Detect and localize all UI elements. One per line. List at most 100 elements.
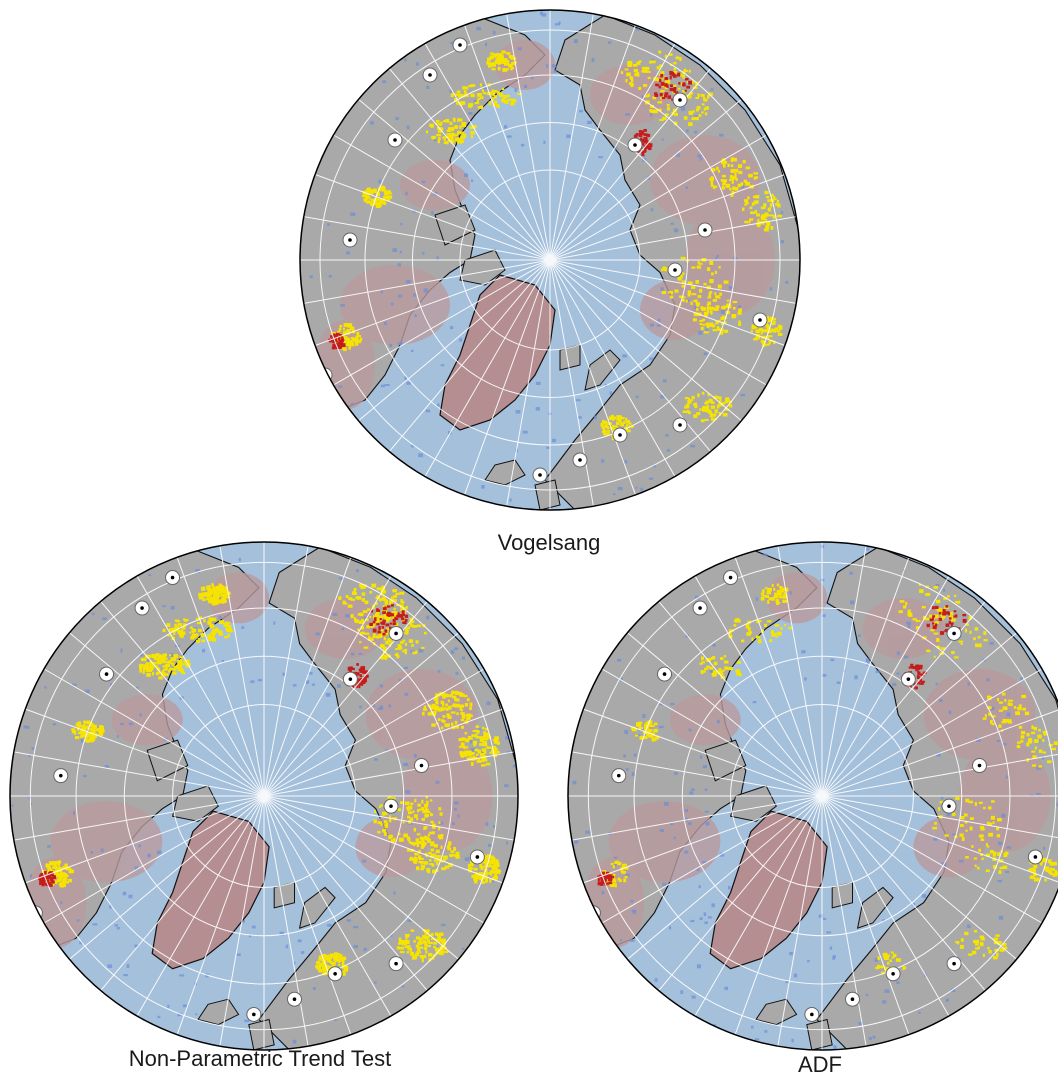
blue-pixel <box>698 330 703 335</box>
yellow-pixel <box>738 322 742 326</box>
yellow-pixel <box>1007 719 1012 723</box>
yellow-pixel <box>351 592 357 595</box>
yellow-pixel <box>769 203 772 208</box>
yellow-pixel <box>731 181 734 184</box>
yellow-pixel <box>673 70 677 74</box>
yellow-pixel <box>450 711 456 714</box>
yellow-pixel <box>710 183 714 187</box>
yellow-pixel <box>939 801 944 804</box>
red-pixel <box>916 681 921 685</box>
yellow-pixel <box>338 596 342 600</box>
yellow-pixel <box>987 946 990 950</box>
yellow-pixel <box>86 720 91 725</box>
yellow-pixel <box>626 72 631 77</box>
yellow-pixel <box>327 960 332 963</box>
yellow-pixel <box>751 326 755 330</box>
yellow-pixel <box>612 416 617 420</box>
yellow-pixel <box>415 650 418 654</box>
yellow-pixel <box>696 303 700 307</box>
yellow-pixel <box>1052 873 1058 877</box>
red-pixel <box>934 623 938 627</box>
blue-pixel <box>52 723 57 726</box>
yellow-pixel <box>627 60 633 65</box>
yellow-pixel <box>682 70 686 75</box>
red-pixel <box>376 609 381 612</box>
yellow-pixel <box>508 98 514 101</box>
red-pixel <box>404 619 408 622</box>
yellow-pixel <box>771 633 777 637</box>
yellow-pixel <box>373 810 377 814</box>
yellow-pixel <box>191 633 197 638</box>
yellow-pixel <box>936 638 940 643</box>
yellow-pixel <box>696 265 702 269</box>
blue-pixel <box>345 613 351 618</box>
yellow-pixel <box>880 971 886 974</box>
yellow-pixel <box>346 331 351 334</box>
yellow-pixel <box>361 592 366 596</box>
yellow-pixel <box>621 865 625 869</box>
yellow-pixel <box>765 343 770 346</box>
yellow-pixel <box>977 643 982 648</box>
blue-pixel <box>401 985 405 988</box>
yellow-pixel <box>682 410 688 414</box>
yellow-pixel <box>360 631 365 635</box>
yellow-pixel <box>1022 707 1026 711</box>
yellow-pixel <box>507 52 511 55</box>
blue-pixel <box>950 988 956 993</box>
meridian-line <box>25 795 265 884</box>
blue-pixel <box>624 729 629 734</box>
yellow-pixel <box>324 956 330 961</box>
red-pixel <box>672 74 677 78</box>
blue-pixel <box>704 921 708 925</box>
blue-pixel <box>659 703 664 706</box>
yellow-pixel <box>168 669 171 673</box>
blue-pixel <box>546 446 550 449</box>
yellow-pixel <box>447 699 450 703</box>
blue-pixel <box>346 919 351 922</box>
yellow-pixel <box>711 324 716 328</box>
blue-pixel <box>608 41 612 44</box>
yellow-pixel <box>449 854 453 858</box>
red-pixel <box>601 871 606 875</box>
yellow-pixel <box>753 200 757 205</box>
yellow-pixel <box>375 202 379 206</box>
yellow-pixel <box>688 69 691 73</box>
yellow-pixel <box>709 413 713 418</box>
yellow-pixel <box>693 402 698 407</box>
yellow-pixel <box>508 64 512 68</box>
yellow-pixel <box>485 872 491 875</box>
yellow-pixel <box>423 705 427 709</box>
yellow-pixel <box>756 336 761 339</box>
yellow-pixel <box>436 855 441 859</box>
yellow-pixel <box>419 946 424 949</box>
yellow-pixel <box>437 951 440 954</box>
station-marker-dot <box>891 972 895 976</box>
yellow-pixel <box>357 628 360 632</box>
blue-pixel <box>716 719 720 724</box>
yellow-pixel <box>383 201 387 205</box>
yellow-pixel <box>434 932 439 936</box>
yellow-pixel <box>977 636 981 639</box>
yellow-pixel <box>355 337 359 341</box>
blue-pixel <box>418 453 423 458</box>
yellow-pixel <box>420 955 425 958</box>
blue-pixel <box>892 682 897 686</box>
yellow-pixel <box>405 605 408 610</box>
yellow-pixel <box>366 624 371 629</box>
yellow-pixel <box>386 627 391 631</box>
yellow-pixel <box>659 119 664 122</box>
red-pixel <box>942 612 946 616</box>
yellow-pixel <box>675 56 680 60</box>
blue-pixel <box>558 21 561 25</box>
yellow-pixel <box>416 843 420 848</box>
blue-pixel <box>601 459 605 463</box>
yellow-pixel <box>882 954 886 958</box>
yellow-pixel <box>171 662 175 666</box>
meridian-line <box>549 98 742 261</box>
yellow-pixel <box>777 203 781 208</box>
yellow-pixel <box>208 599 213 604</box>
blue-pixel <box>244 1019 250 1023</box>
yellow-pixel <box>884 955 888 959</box>
yellow-pixel <box>672 108 677 113</box>
yellow-pixel <box>775 599 779 603</box>
